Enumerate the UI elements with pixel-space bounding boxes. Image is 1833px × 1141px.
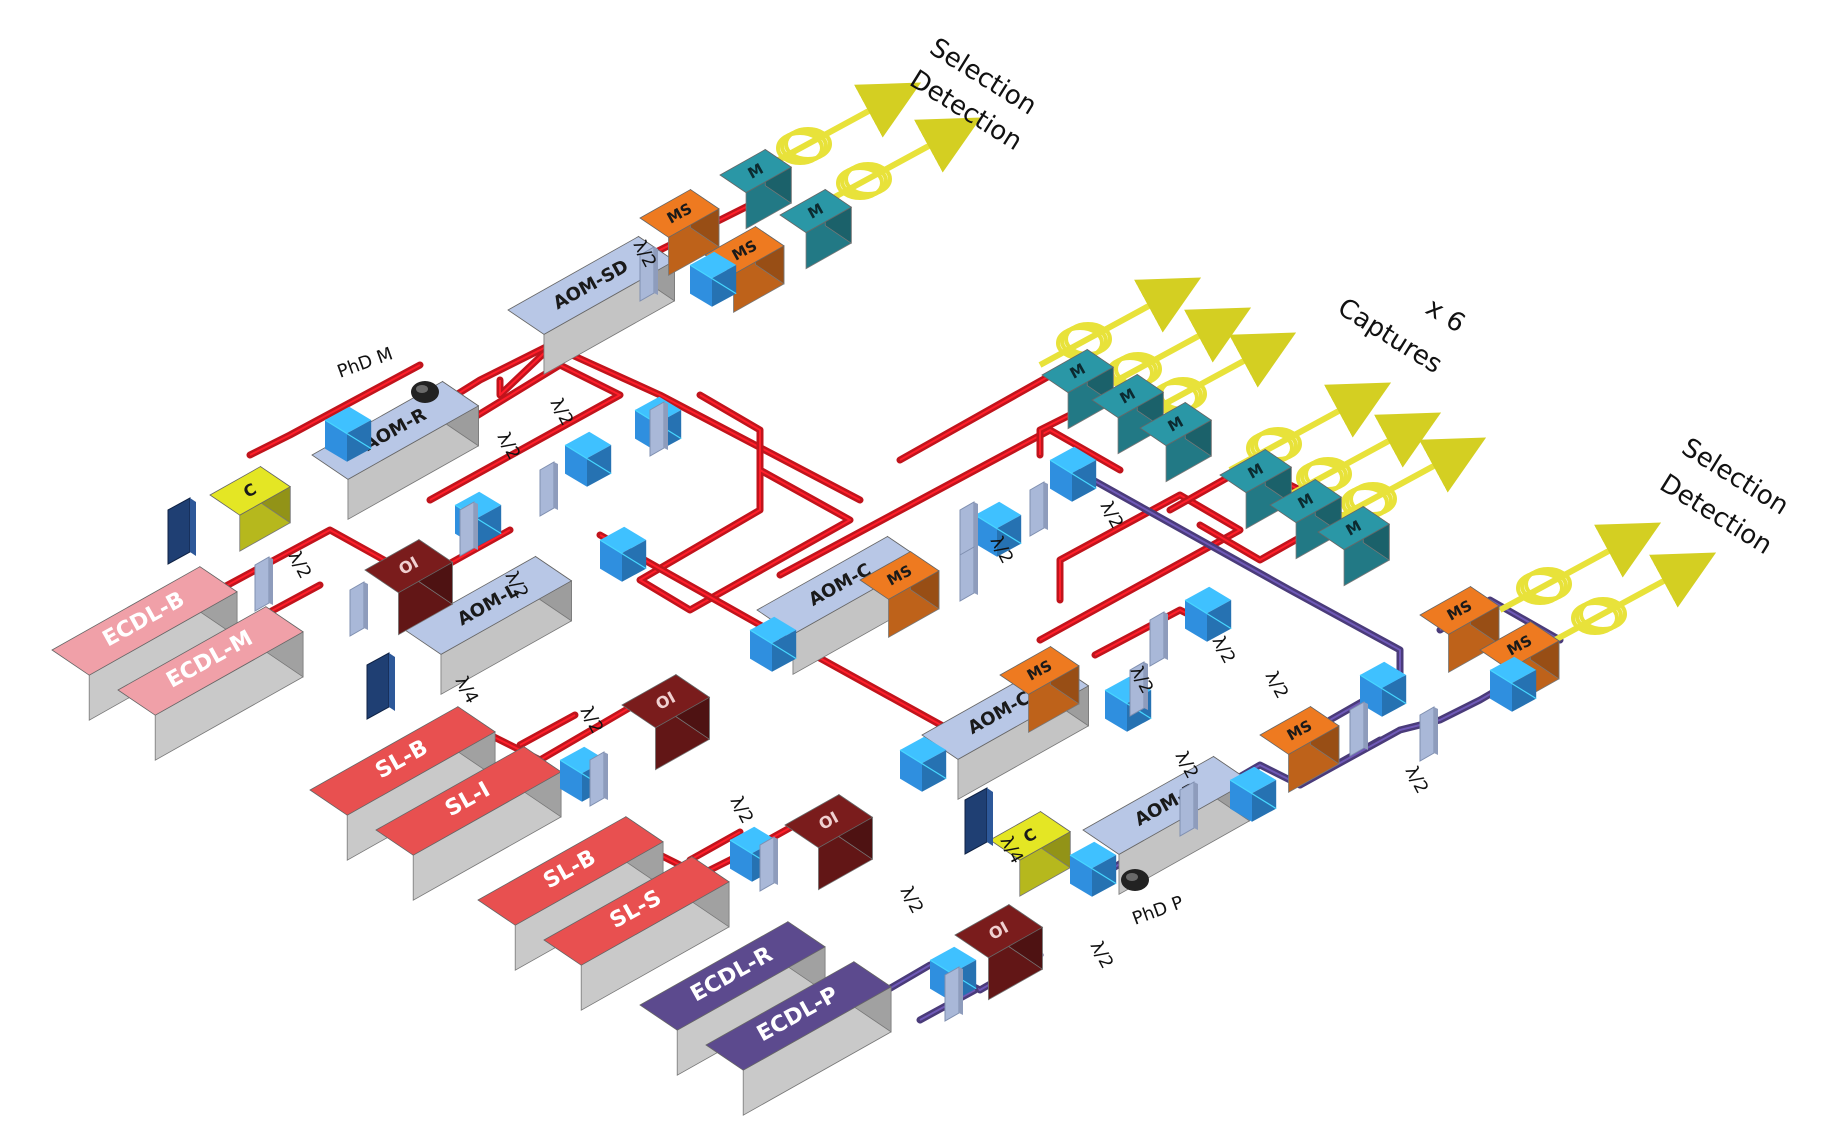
ecdl-p: ECDL-P [705, 960, 892, 1116]
detector-aom-l [366, 652, 395, 720]
beam-splitter-cube-17 [1229, 766, 1277, 822]
wave-plate-label-18: λ/2 [1401, 762, 1433, 797]
isolator-purple: OI [954, 903, 1044, 1001]
m-capture-3: M [1139, 401, 1213, 483]
m-top-1: M [719, 148, 793, 230]
m-capture-4: M [1219, 448, 1293, 530]
beam-to-m-upper [776, 426, 1124, 579]
ms-right-lower: MS [1259, 705, 1340, 794]
wave-plate-label-11: λ/2 [1086, 937, 1118, 972]
wave-plate-12 [959, 546, 978, 602]
wave-plate-3 [539, 461, 558, 517]
beam-splitter-cube-16 [1359, 661, 1407, 717]
wave-plate-13 [1149, 611, 1168, 667]
isolator-middle: OI [621, 673, 711, 771]
wave-plate-7 [589, 751, 608, 807]
wave-plate-11 [1029, 481, 1048, 537]
beam-splitter-cube-10 [899, 736, 947, 792]
fiber-captures-6 [1323, 437, 1487, 528]
wave-plate-14 [1129, 661, 1148, 717]
wave-plate-label-7: λ/2 [576, 702, 608, 737]
wave-plate-15 [1349, 701, 1368, 757]
cell-p: C [989, 810, 1071, 897]
phd-m-label: PhD M [335, 343, 396, 382]
m-capture-1: M [1041, 348, 1115, 430]
wave-plate-16 [1179, 781, 1198, 837]
beam-loop-middle [636, 391, 854, 614]
beam-splitter-cube-7 [749, 616, 797, 672]
phd-m-photodiode [411, 381, 439, 403]
beam-m-row1 [896, 366, 1064, 464]
beam-splitter-cube-19 [1069, 841, 1117, 897]
phd-p-photodiode [1121, 869, 1149, 891]
fiber-selection-right-1 [1498, 522, 1662, 613]
wave-plate-5 [349, 581, 368, 637]
wave-plate-17 [1419, 706, 1438, 762]
fiber-selection-top-1 [758, 82, 922, 173]
detector-cell-p [964, 787, 993, 855]
wave-plate-1 [639, 246, 658, 302]
fiber-selection-top-2 [818, 117, 982, 208]
cell-m: C [209, 465, 291, 552]
beam-to-m-lower [1036, 491, 1244, 644]
sl-i: SL-I [375, 745, 562, 901]
m-capture-6: M [1317, 505, 1391, 587]
components: ECDL-BECDL-MSL-BSL-ISL-BSL-SECDL-RECDL-P… [51, 148, 1560, 1116]
beam-sl-i [516, 711, 579, 749]
detector-cell-m [167, 497, 196, 565]
x6-label: x 6 [1420, 292, 1470, 339]
wave-plate-4 [649, 401, 668, 457]
phd-p-label: PhD P [1130, 892, 1187, 930]
wave-plate-6 [254, 556, 273, 612]
beam-splitter-cube-15 [1184, 586, 1232, 642]
isolator-upper: OI [364, 538, 454, 636]
m-capture-5: M [1269, 478, 1343, 560]
fiber-selection-right-2 [1553, 552, 1717, 643]
beam-splitter-cube-1 [689, 251, 737, 307]
beam-splitter-cube-6 [599, 526, 647, 582]
wave-plate-10 [959, 501, 978, 557]
wave-plate-label-8: λ/2 [726, 792, 758, 827]
m-capture-2: M [1091, 373, 1165, 455]
beam-splitter-cube-18 [1489, 656, 1537, 712]
ms-capture: MS [859, 550, 940, 639]
ms-cs: MS [999, 645, 1080, 734]
beam-splitter-cube-13 [1049, 446, 1097, 502]
beam-splitter-cube-12 [974, 501, 1022, 557]
wave-plate-2 [459, 501, 478, 557]
ms-right-1: MS [1419, 585, 1500, 674]
isolator-lower: OI [784, 793, 874, 891]
beam-splitter-cube-2 [324, 406, 372, 462]
wave-plate-label-3: λ/2 [493, 428, 525, 463]
beam-sl-s [686, 828, 744, 864]
beam-splitter-cube-4 [564, 431, 612, 487]
wave-plate-label-16: λ/2 [1261, 667, 1293, 702]
wave-plate-8 [759, 836, 778, 892]
fiber-captures-1 [1038, 277, 1202, 368]
wave-plate-9 [944, 966, 963, 1022]
beam-cell-to-phd-m [246, 361, 424, 459]
wave-plate-label-9: λ/2 [896, 882, 928, 917]
m-top-2: M [779, 188, 853, 270]
